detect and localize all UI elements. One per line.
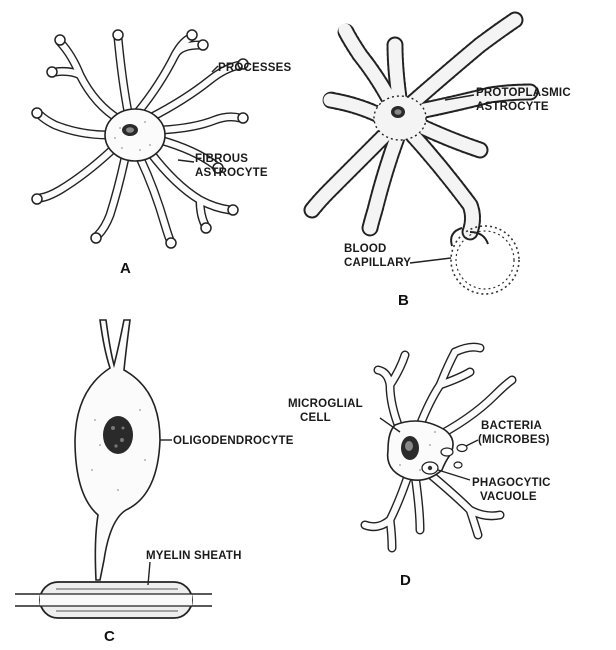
microglial-cell-label-line1: MICROGLIAL xyxy=(288,398,363,410)
myelin-sheath-label: MYELIN SHEATH xyxy=(146,550,242,562)
panel-c-letter: C xyxy=(104,628,115,645)
panel-a-letter: A xyxy=(120,260,131,277)
protoplasmic-astrocyte-label-line1: PROTOPLASMIC xyxy=(476,87,571,99)
phagocytic-vacuole-label-line2: VACUOLE xyxy=(480,491,537,503)
panel-d-letter: D xyxy=(400,572,411,589)
fibrous-astrocyte-label-line1: FIBROUS xyxy=(195,153,248,165)
processes-label: PROCESSES xyxy=(218,62,292,74)
phagocytic-vacuole-label-line1: PHAGOCYTIC xyxy=(472,477,551,489)
bacteria-label-line2: (MICROBES) xyxy=(478,434,550,446)
microglial-cell-drawing xyxy=(365,347,512,548)
fibrous-astrocyte-label-line2: ASTROCYTE xyxy=(195,167,268,179)
bacteria-pointer xyxy=(466,440,478,446)
blood-capillary-label-line2: CAPILLARY xyxy=(344,257,411,269)
phagocytic-vacuole-pointer xyxy=(438,470,470,480)
oligodendrocyte-label: OLIGODENDROCYTE xyxy=(173,435,294,447)
panel-b-letter: B xyxy=(398,292,409,309)
fibrous-astrocyte-pointer xyxy=(178,160,194,162)
oligodendrocyte-drawing xyxy=(15,320,212,618)
protoplasmic-astrocyte-label-line2: ASTROCYTE xyxy=(476,101,549,113)
microglial-cell-label-line2: CELL xyxy=(300,412,331,424)
blood-capillary-label-line1: BLOOD xyxy=(344,243,387,255)
fibrous-astrocyte-drawing xyxy=(32,30,248,248)
bacteria-label-line1: BACTERIA xyxy=(481,420,542,432)
blood-capillary-pointer xyxy=(410,258,451,263)
